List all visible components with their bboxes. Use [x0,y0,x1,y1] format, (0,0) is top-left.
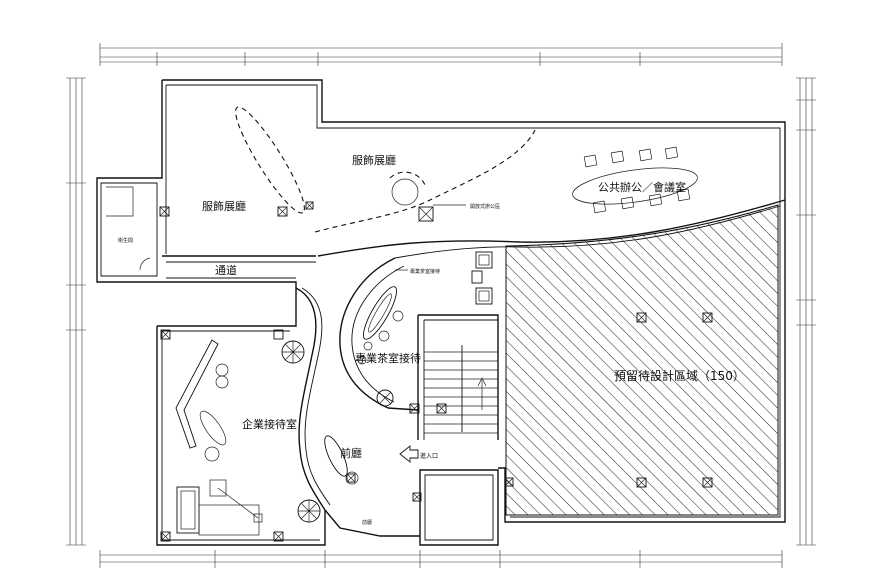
room-label-lobby: 前廳 [340,446,362,460]
column-icon [636,477,647,488]
plant-icon [281,340,305,364]
entrance-arrow-icon [399,445,419,463]
column-icon [636,312,647,323]
room-labels: 服飾展廳 服飾展廳 公共辦公／會議室 開放式辦公區 衛生間 通道 專業茶室接待 … [118,153,745,526]
stair-treads [424,351,498,434]
exterior-walls [96,79,786,546]
column-icon [412,492,422,502]
annotation-office-tag: 開放式辦公區 [470,203,500,210]
room-label-corridor: 通道 [215,263,237,277]
reserved-area-hatch [505,204,779,516]
column-icon [160,531,171,542]
column-icon [418,206,434,222]
room-label-bottom-small: 前廳 [362,519,372,526]
room-label-public-office: 公共辦公／會議室 [598,180,686,194]
column-icon [436,403,447,414]
column-icon [346,473,356,483]
plant-icon [297,499,321,523]
column-markers [159,201,713,542]
room-label-tea-room: 專業茶室接待 [355,351,421,365]
dashed-partition [314,129,536,233]
furniture [175,106,698,536]
column-icon [702,312,713,323]
plant-icon [376,389,394,407]
room-label-apparel-hall-top: 服飾展廳 [352,153,396,167]
room-label-reserved-area: 預留待設計區域（150） [614,368,745,383]
room-label-left-small: 衛生間 [118,237,133,244]
column-icon [702,477,713,488]
column-icon [504,477,514,487]
column-icon [160,329,171,340]
room-label-entrance: 進入口 [420,452,438,460]
column-icon [273,329,284,340]
annotation-tea-room-note: 專業茶室接待 [410,268,440,275]
column-icon [277,206,288,217]
column-icon [159,206,170,217]
column-icon [305,201,314,210]
dimension-lines [66,43,816,568]
room-label-reception-room: 企業接待室 [242,417,297,431]
column-icon [273,531,284,542]
column-icon [409,403,420,414]
room-label-apparel-hall-left: 服飾展廳 [202,199,246,213]
annotation-leaders [395,204,466,271]
